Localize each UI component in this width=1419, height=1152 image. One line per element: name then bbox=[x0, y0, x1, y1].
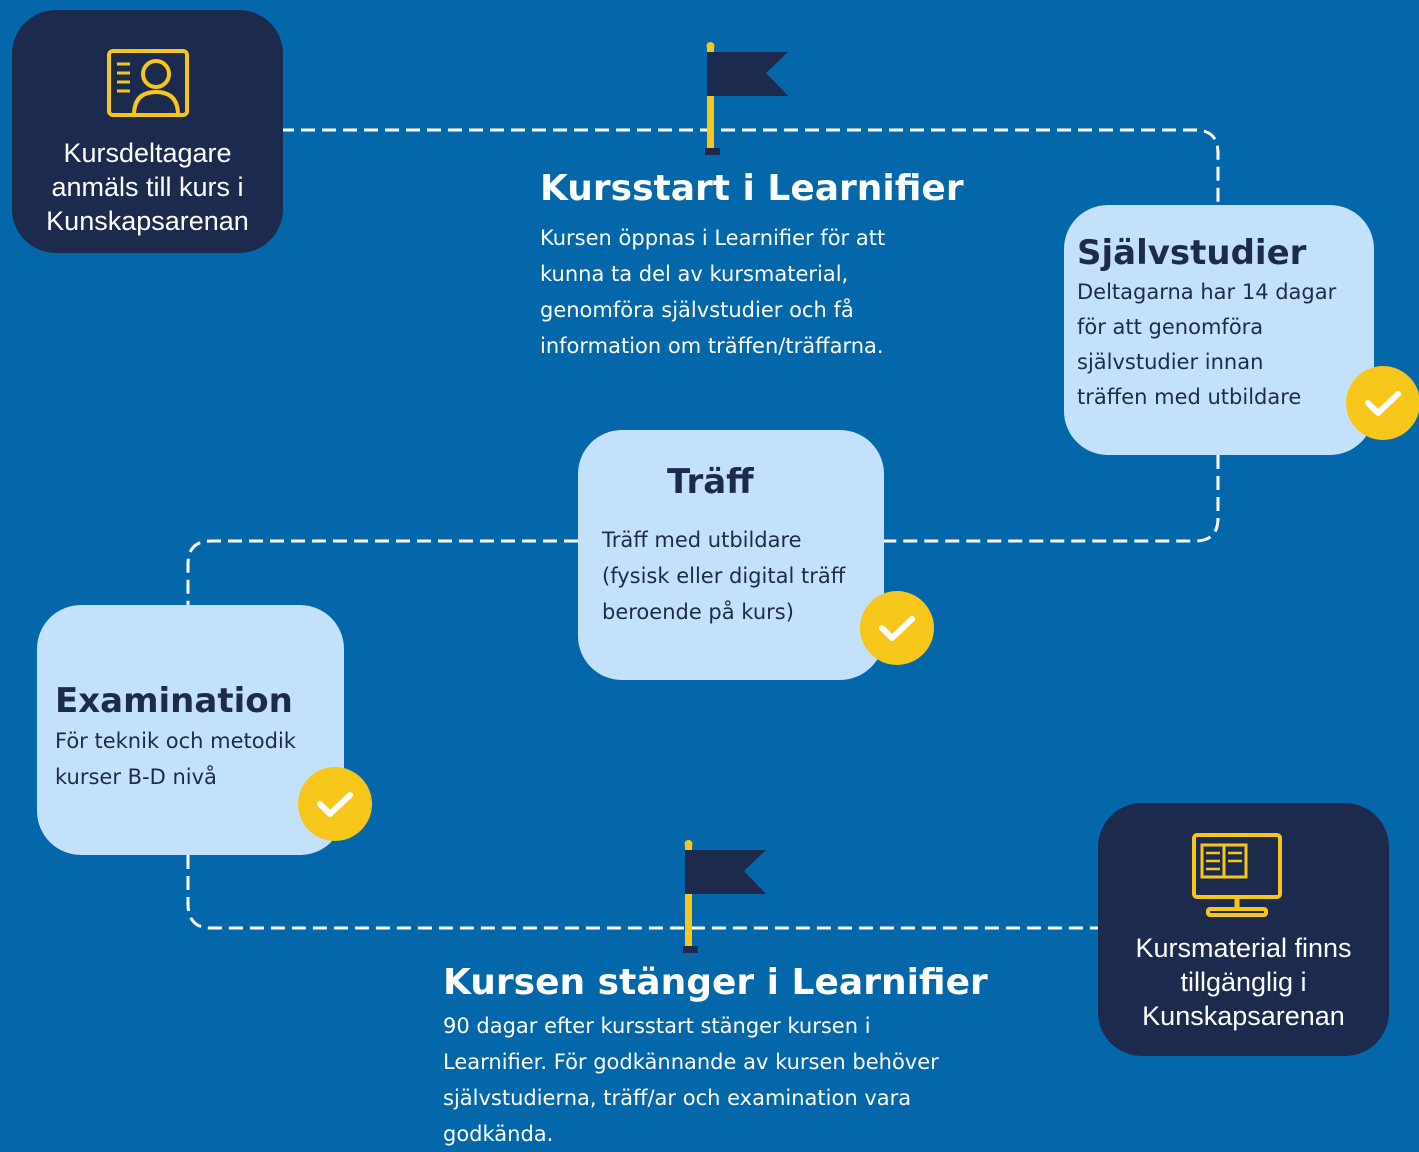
exam-line-1: För teknik och metodik bbox=[55, 729, 296, 753]
self-study-line-4: träffen med utbildare bbox=[1077, 385, 1302, 409]
meeting-line-2: (fysisk eller digital träff bbox=[602, 564, 846, 588]
enroll-text-line-3: Kunskapsarenan bbox=[46, 206, 249, 236]
self-study-line-1: Deltagarna har 14 dagar bbox=[1077, 280, 1337, 304]
course-close-title: Kursen stänger i Learnifier bbox=[443, 962, 988, 1003]
self-study-title: Självstudier bbox=[1077, 233, 1307, 273]
meeting-line-3: beroende på kurs) bbox=[602, 600, 794, 624]
checkmark-icon bbox=[860, 591, 934, 665]
self-study-box: Självstudier Deltagarna har 14 dagar för… bbox=[1064, 205, 1374, 455]
person-on-screen-icon bbox=[107, 49, 189, 117]
course-close-line-2: Learnifier. För godkännande av kursen be… bbox=[443, 1050, 939, 1074]
course-close-description: 90 dagar efter kursstart stänger kursen … bbox=[443, 1008, 939, 1152]
self-study-line-3: självstudier innan bbox=[1077, 350, 1264, 374]
meeting-box: Träff Träff med utbildare (fysisk eller … bbox=[578, 430, 884, 680]
material-text-line-2: tillgänglig i bbox=[1180, 967, 1307, 997]
course-start-description: Kursen öppnas i Learnifier för att kunna… bbox=[540, 220, 885, 364]
meeting-line-1: Träff med utbildare bbox=[602, 528, 802, 552]
course-close-line-1: 90 dagar efter kursstart stänger kursen … bbox=[443, 1014, 871, 1038]
checkmark-icon bbox=[298, 767, 372, 841]
course-close-line-3: självstudierna, träff/ar och examination… bbox=[443, 1086, 912, 1110]
book-on-monitor-icon bbox=[1192, 833, 1282, 917]
exam-line-2: kurser B-D nivå bbox=[55, 765, 217, 789]
enroll-box: Kursdeltagare anmäls till kurs i Kunskap… bbox=[12, 10, 283, 253]
course-start-line-3: genomföra självstudier och få bbox=[540, 298, 854, 322]
meeting-title: Träff bbox=[667, 462, 754, 502]
course-close-line-4: godkända. bbox=[443, 1122, 554, 1146]
course-start-line-2: kunna ta del av kursmaterial, bbox=[540, 262, 849, 286]
checkmark-icon bbox=[1346, 366, 1419, 440]
enroll-text-line-1: Kursdeltagare bbox=[63, 138, 232, 168]
exam-box: Examination För teknik och metodik kurse… bbox=[37, 605, 344, 855]
material-text-line-3: Kunskapsarenan bbox=[1142, 1001, 1345, 1031]
self-study-line-2: för att genomföra bbox=[1077, 315, 1264, 339]
flag-icon bbox=[683, 840, 766, 953]
course-start-title: Kursstart i Learnifier bbox=[540, 168, 964, 209]
flag-icon bbox=[705, 42, 788, 155]
material-text-line-1: Kursmaterial finns bbox=[1135, 933, 1352, 963]
enroll-text-line-2: anmäls till kurs i bbox=[51, 172, 244, 202]
material-box: Kursmaterial finns tillgänglig i Kunskap… bbox=[1098, 803, 1389, 1056]
course-start-line-1: Kursen öppnas i Learnifier för att bbox=[540, 226, 886, 250]
course-start-line-4: information om träffen/träffarna. bbox=[540, 334, 884, 358]
exam-title: Examination bbox=[55, 681, 293, 721]
